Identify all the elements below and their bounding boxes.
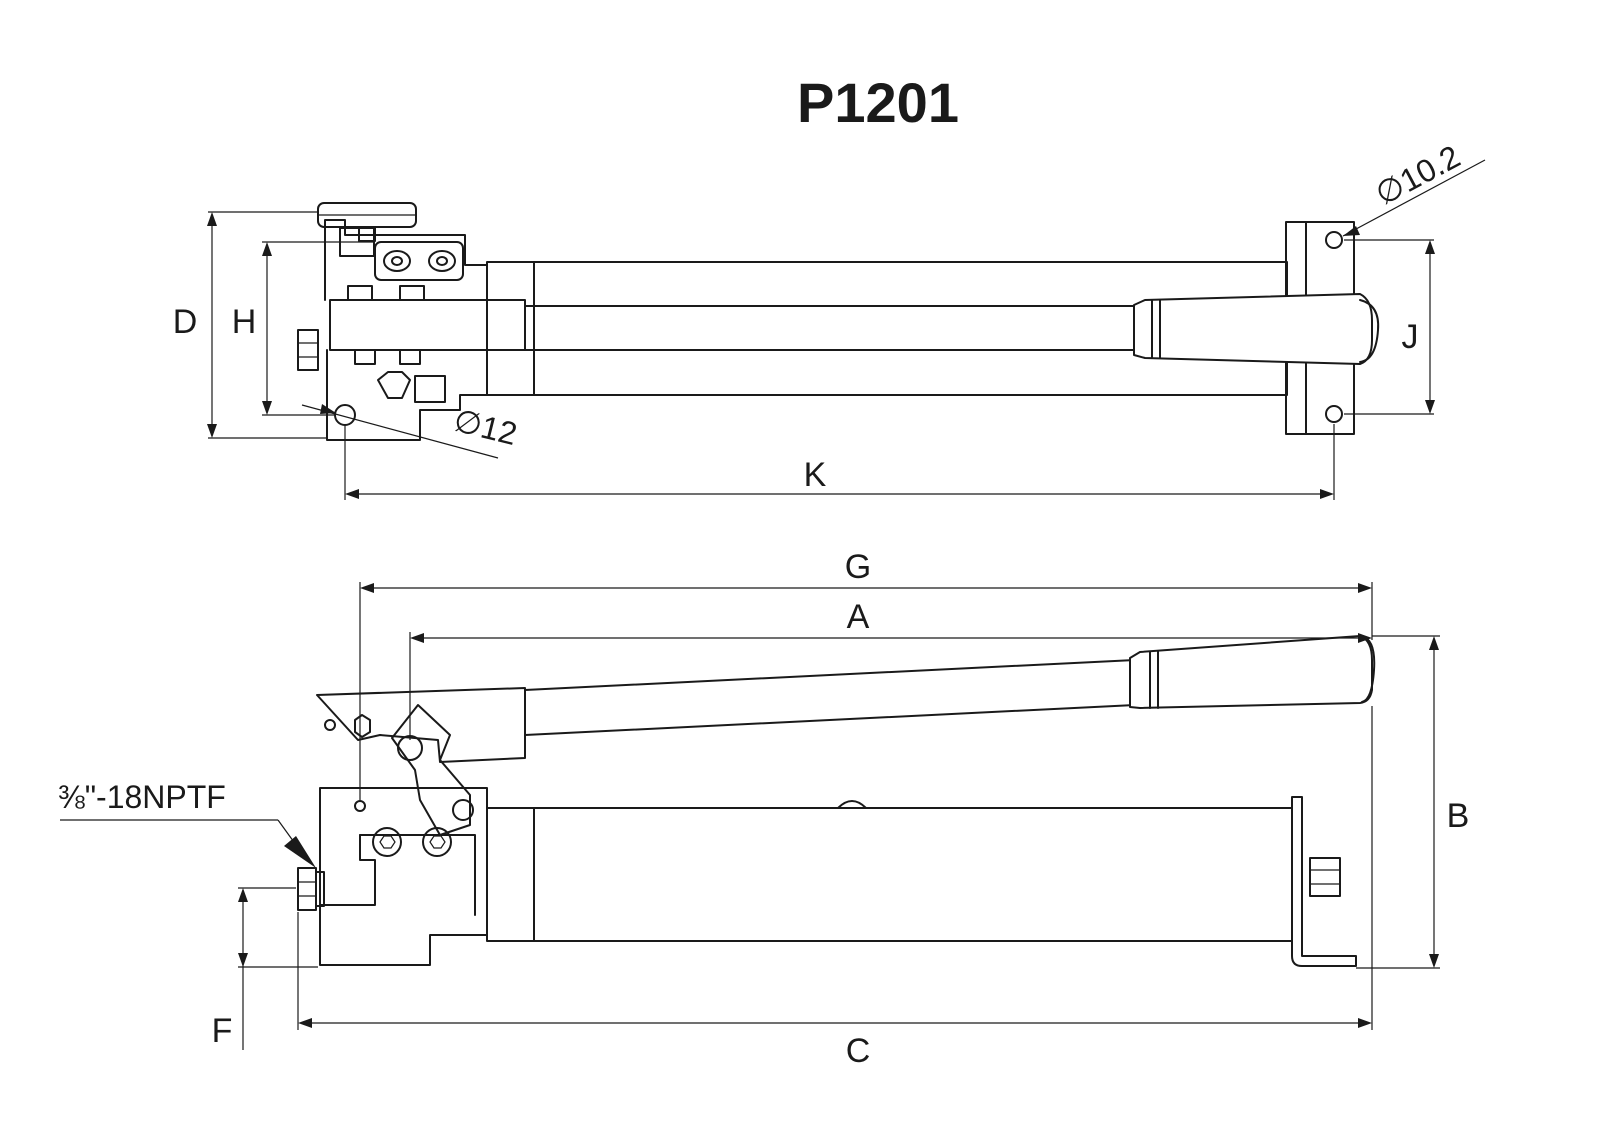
- mount-hole-upper: [1325, 231, 1343, 249]
- linkage-side: [391, 704, 471, 836]
- handle-grip-top: [1133, 293, 1373, 365]
- label-F: F: [212, 1012, 233, 1050]
- port-callout: ⅜"-18NPTF: [58, 779, 226, 815]
- lever-bracket-side: [316, 687, 526, 763]
- label-H: H: [232, 303, 257, 341]
- lever-arm-side: [524, 659, 1136, 736]
- handle-grip-side: [1129, 635, 1373, 709]
- pump-body-top: [324, 219, 488, 441]
- label-K: K: [804, 456, 827, 494]
- label-A: A: [847, 598, 870, 636]
- pump-body-side: [319, 787, 488, 966]
- label-D: D: [173, 303, 198, 341]
- end-nut-side: [1309, 857, 1341, 897]
- label-J: J: [1402, 318, 1419, 356]
- side-view: G A B C F ⅜"-18NPTF: [58, 548, 1469, 1070]
- port-fitting-side: [297, 867, 317, 911]
- end-plate-side: [1291, 796, 1357, 967]
- drawing-title: P1201: [797, 71, 959, 134]
- label-C: C: [846, 1032, 871, 1070]
- lever-top: [329, 299, 526, 351]
- mount-hole-lower: [1325, 405, 1343, 423]
- hole-callout-12: ∅12: [450, 402, 520, 452]
- hole-callout-10-2: ∅10.2: [1369, 138, 1466, 212]
- reservoir-tube-side: [486, 807, 1293, 942]
- label-G: G: [845, 548, 871, 586]
- side-port-top: [297, 329, 319, 371]
- label-B: B: [1447, 797, 1470, 835]
- top-view: D H J K ∅12 ∅10.2: [173, 138, 1486, 500]
